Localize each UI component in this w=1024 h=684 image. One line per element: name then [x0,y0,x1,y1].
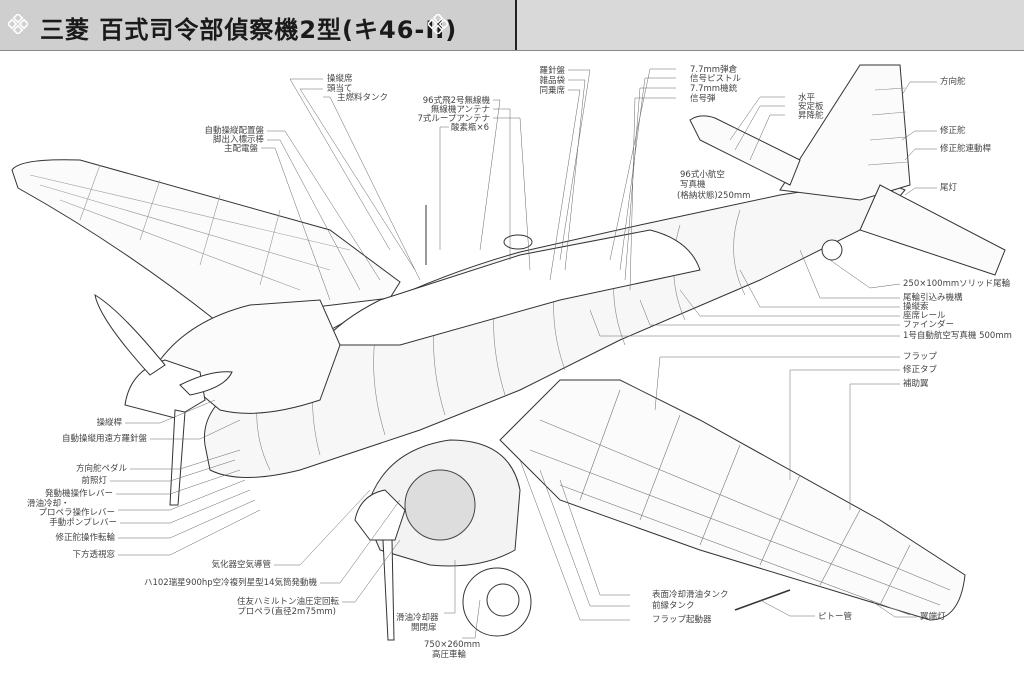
label-trim-linkage: 修正舵連動桿 [940,144,992,154]
label-main-fuel-tank: 主燃料タンク [337,93,389,103]
label-carburetor-intake: 気化器空気導管 [211,560,271,570]
label-flap-actuator: フラップ起動器 [652,615,712,625]
port-horizontal-stabilizer [689,115,801,186]
label-camera-type96: 96式小航空 [680,170,725,180]
page-title: 三菱 百式司令部偵察機2型(キ46-II) [40,16,458,44]
port-propeller-blade-upper [94,293,166,376]
label-machine-gun: 7.7mm機銃 [690,84,738,94]
label-trim-rudder: 修正舵 [940,126,966,136]
label-engine: ハ102瑞星900hp空冷複列星型14気筒発動機 [143,578,317,588]
label-flares: 信号弾 [690,94,716,104]
label-camera: 写真機 [680,180,706,190]
label-headrest: 頭当て [327,84,353,94]
label-camera-stowed: (格納状態)250mm [677,191,751,201]
main-wheel-hub [486,583,520,617]
label-pitot-tube: ピトー管 [818,612,853,622]
label-oil-cooling: 滑油冷却・ [27,499,70,509]
port-propeller-blade-lower [169,409,186,506]
tail-wheel [821,239,843,261]
label-wheel-size: 750×260mm [424,640,481,650]
label-observer-seat: 同乗席 [539,86,565,96]
starboard-horizontal-stabilizer [859,184,1006,276]
label-oxygen-bottles: 酸素瓶×6 [451,123,490,133]
leader-lines [110,68,937,639]
label-headlight: 前照灯 [81,476,107,486]
label-control-stick: 操縦桿 [96,418,122,428]
label-trim-wheel: 修正舵操作転輪 [55,533,115,543]
aircraft-cutaway-drawing [11,64,1006,641]
label-compass: 羅針盤 [539,66,565,76]
label-trim-tab: 修正タブ [903,365,938,375]
label-flap: フラップ [903,352,938,362]
label-main-wheel: 高圧車輪 [432,650,467,660]
label-ammo-magazine: 7.7mm弾倉 [690,65,738,75]
label-flare-pistol: 信号ピストル [690,74,742,84]
label-control-cables: 操縦索 [903,302,929,312]
starboard-wing-ribs [529,389,951,616]
port-wing [11,159,401,321]
loop-antenna [503,234,533,250]
radial-engine [404,469,476,541]
label-cooler-flap: 開閉扉 [411,623,437,633]
port-wing-panel-lines [29,164,351,291]
diamond-ornament-icon [428,14,448,34]
label-main-distribution-panel: 主配電盤 [223,144,258,154]
label-auto-camera: 1号自動航空写真機 500mm [903,331,1012,341]
label-tail-wheel: 250×100mmソリッド尾輪 [903,279,1011,289]
port-propeller-blade-right [179,371,233,396]
label-leading-edge-tank: 前縁タンク [652,601,695,611]
label-horizontal: 水平 [798,93,816,103]
diamond-ornament-icon [8,14,28,34]
label-tail-wheel-retraction: 尾輪引込み機構 [903,293,963,303]
label-wingtip-light: 翼端灯 [920,612,946,622]
starboard-propeller-blade [382,539,395,641]
label-radio-antenna: 無線機アンテナ [430,105,490,115]
label-gear-indicator: 脚出入標示棒 [212,135,264,145]
label-aileron: 補助翼 [903,379,929,389]
pitot-tube [734,589,791,611]
label-stabilizer: 安定板 [798,102,824,112]
label-rudder: 方向舵 [940,77,966,87]
label-oil-cooler: 滑油冷却器 [396,613,439,623]
label-radio: 96式飛2号無線機 [422,96,490,106]
label-autopilot-panel: 自動操縦配置盤 [204,126,264,136]
title-banner: 三菱 百式司令部偵察機2型(キ46-II) [0,0,1024,51]
label-rudder-pedals: 方向舵ペダル [75,464,127,474]
label-elevator: 昇降舵 [798,111,824,121]
label-remote-compass: 自動操縦用遠方羅針盤 [61,434,147,444]
label-seat-rail: 座席レール [903,311,946,321]
label-propeller-type: 住友ハミルトン油圧定回転 [236,597,339,607]
vertical-stabilizer [779,64,911,201]
label-oil-tank: 表面冷却滑油タンク [652,590,729,600]
label-pilot-seat: 操縦席 [327,74,353,84]
starboard-spinner [354,489,406,541]
label-finder: ファインダー [903,320,955,330]
canopy [318,229,701,346]
label-hand-pump-lever: 手動ポンプレバー [49,518,117,528]
title-panel: 三菱 百式司令部偵察機2型(キ46-II) [0,0,517,51]
label-tail-light: 尾灯 [940,183,958,193]
rudder-ribs [867,87,909,166]
label-propeller-diameter: プロペラ(直径2m75mm) [237,607,336,617]
header-rule [0,50,1024,51]
label-propeller-lever: プロペラ操作レバー [38,508,115,518]
label-loop-antenna: 7式ループアンテナ [417,114,490,124]
label-engine-lever: 発動機操作レバー [44,489,113,499]
label-lower-window: 下方透視窓 [72,550,115,560]
label-stowage-bag: 雑品袋 [539,76,565,86]
